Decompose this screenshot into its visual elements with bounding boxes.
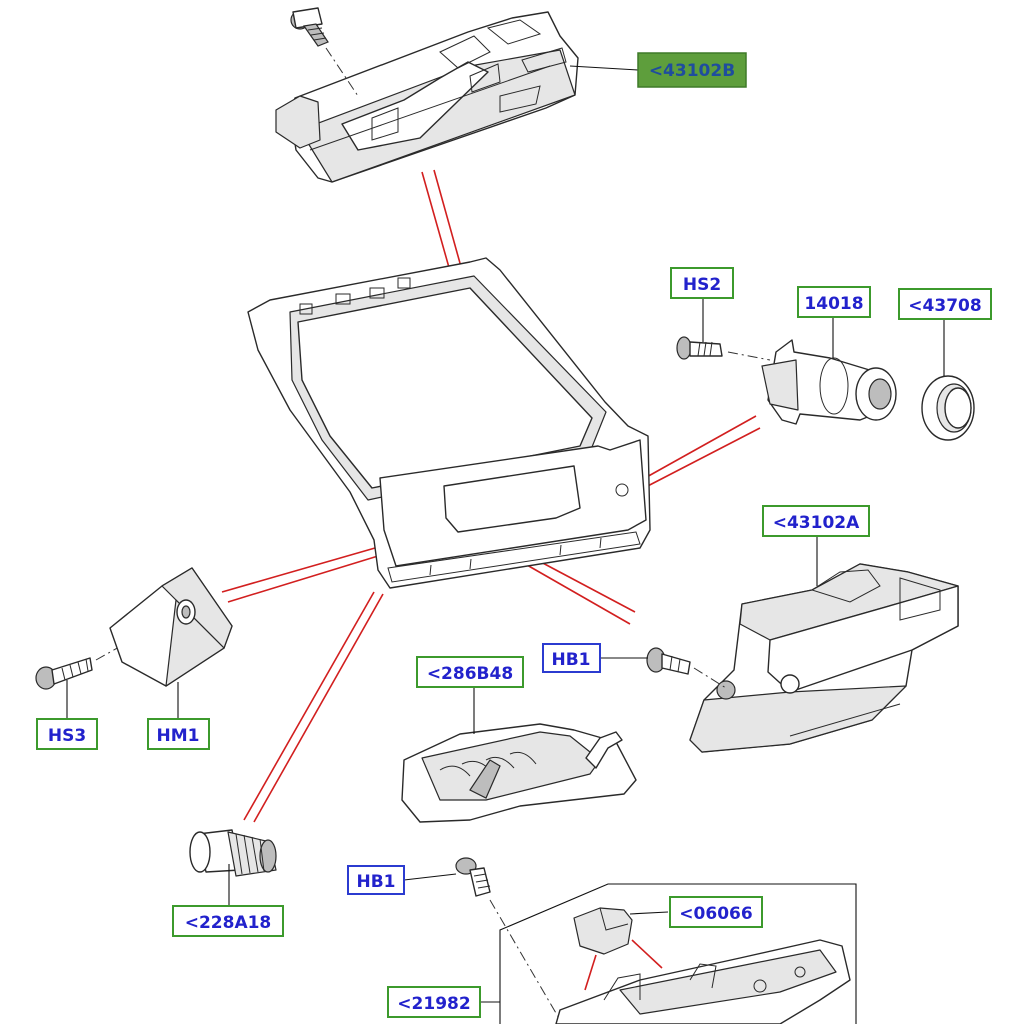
callout-HM1: HM1 xyxy=(147,718,210,750)
lower-bolt-hb1 xyxy=(455,857,491,897)
lower-latch xyxy=(689,563,959,753)
inset-detail-box xyxy=(499,883,857,1024)
hs3-bolt xyxy=(35,657,93,690)
callout-label: <286B48 xyxy=(427,664,513,684)
callout-label: HB1 xyxy=(551,650,590,670)
callout-label: HS3 xyxy=(48,726,86,746)
callout-label: <43708 xyxy=(908,296,981,316)
latch-bolt-hb1 xyxy=(646,647,691,675)
callout-label: <228A18 xyxy=(185,913,272,933)
bumper-stop xyxy=(189,829,277,877)
callout-label: HM1 xyxy=(157,726,200,746)
callout-label: <43102A xyxy=(773,513,860,533)
wiper-motor-assembly xyxy=(555,939,851,1024)
callout-HB1-lower: HB1 xyxy=(347,865,405,895)
rear-camera xyxy=(761,339,897,425)
callout-label: 14018 xyxy=(804,294,863,314)
upper-latch-actuator xyxy=(275,11,579,183)
assembly-lines xyxy=(221,169,761,991)
top-bolt xyxy=(290,7,329,47)
wiper-connector-06066 xyxy=(573,907,633,955)
callout-43102B: <43102B xyxy=(637,52,747,88)
callout-14018: 14018 xyxy=(797,286,871,318)
callout-21982: <21982 xyxy=(387,986,481,1018)
callout-43708: <43708 xyxy=(898,288,992,320)
camera-bezel xyxy=(921,375,975,441)
callout-HB1-latch: HB1 xyxy=(542,643,601,673)
callout-228A18: <228A18 xyxy=(172,905,284,937)
hm1-nut-block xyxy=(109,567,233,687)
leader-lines xyxy=(66,65,945,1003)
callout-label: HB1 xyxy=(356,872,395,892)
callout-HS2: HS2 xyxy=(670,267,734,299)
callout-label: <21982 xyxy=(397,994,470,1014)
tailgate-handle xyxy=(401,723,637,823)
camera-screw xyxy=(676,336,723,360)
callout-HS3: HS3 xyxy=(36,718,98,750)
callout-43102A: <43102A xyxy=(762,505,870,537)
callout-286B48: <286B48 xyxy=(416,656,524,688)
callout-label: <43102B xyxy=(649,61,735,81)
callout-label: HS2 xyxy=(683,275,721,295)
tailgate-panel xyxy=(247,257,651,589)
callout-label: <06066 xyxy=(679,904,752,924)
callout-06066: <06066 xyxy=(669,896,763,928)
